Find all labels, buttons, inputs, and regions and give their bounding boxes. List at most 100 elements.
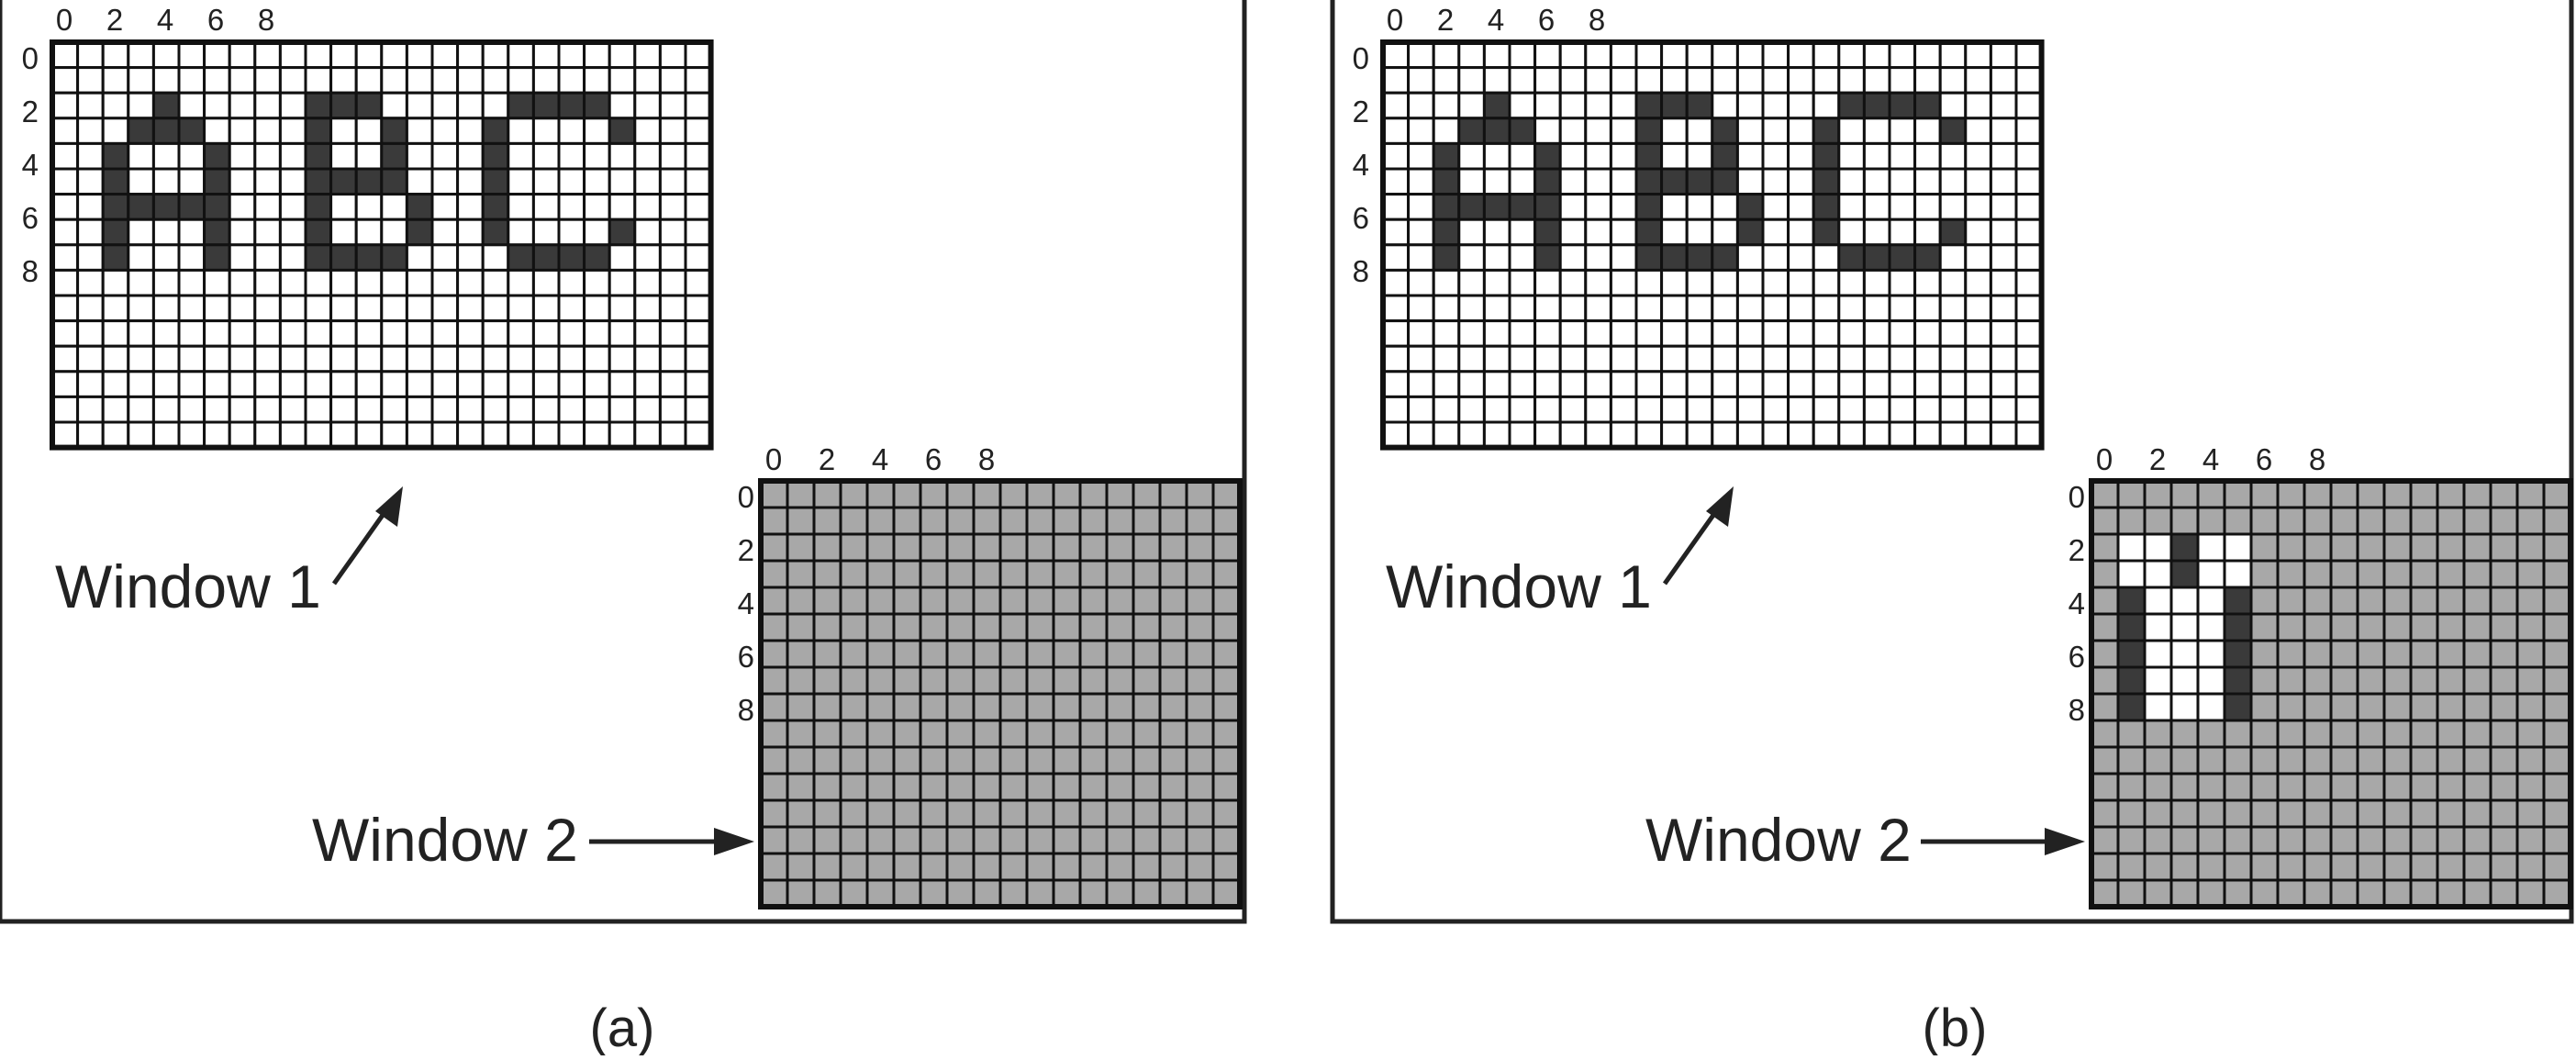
pixel xyxy=(1211,639,1242,669)
pixel xyxy=(1508,395,1537,424)
pixel xyxy=(1185,639,1215,669)
col-tick: 2 xyxy=(819,442,835,476)
pixel xyxy=(2489,665,2519,696)
pixel xyxy=(2223,798,2253,829)
pixel xyxy=(1660,395,1689,424)
pixel xyxy=(2489,798,2519,829)
pixel xyxy=(1888,344,1917,374)
pixel xyxy=(177,243,206,272)
pixel xyxy=(354,344,384,374)
pixel xyxy=(531,218,561,247)
pixel xyxy=(1735,117,1765,145)
pixel xyxy=(1761,141,1790,171)
pixel xyxy=(1660,294,1689,323)
pixel xyxy=(304,395,333,424)
pixel xyxy=(1558,243,1588,272)
pixel xyxy=(658,141,687,171)
pixel xyxy=(2014,344,2044,374)
pixel xyxy=(1407,167,1435,196)
pixel-dark xyxy=(101,218,130,247)
pixel xyxy=(2436,559,2466,589)
pixel xyxy=(228,294,257,323)
col-tick: 6 xyxy=(925,442,942,476)
pixel-dark xyxy=(1432,218,1461,247)
pixel xyxy=(50,420,80,450)
pixel-dark xyxy=(2116,692,2147,722)
pixel xyxy=(945,479,976,509)
pixel xyxy=(2223,479,2253,509)
pixel xyxy=(1913,117,1942,145)
pixel xyxy=(2249,798,2280,829)
pixel xyxy=(583,344,611,374)
pixel-dark xyxy=(481,218,510,247)
pixel xyxy=(1457,294,1486,323)
pixel xyxy=(557,294,586,323)
pixel-dark xyxy=(557,243,586,272)
pixel xyxy=(253,294,282,323)
pixel xyxy=(1158,692,1188,722)
pixel xyxy=(2489,772,2519,802)
pixel xyxy=(1735,141,1765,171)
pixel xyxy=(945,745,976,775)
pixel xyxy=(2303,798,2333,829)
pixel xyxy=(2249,692,2280,722)
pixel xyxy=(531,268,561,297)
pixel xyxy=(1938,167,1968,196)
pixel xyxy=(1964,141,1992,171)
pixel xyxy=(2276,719,2306,749)
pixel xyxy=(2382,586,2413,616)
pixel xyxy=(684,420,713,450)
pixel xyxy=(1913,420,1942,450)
pixel xyxy=(1787,395,1815,424)
pixel-dark xyxy=(1837,243,1866,272)
pixel xyxy=(354,141,384,171)
pixel xyxy=(1989,66,2018,95)
pixel xyxy=(278,66,307,95)
pixel xyxy=(253,395,282,424)
pixel xyxy=(380,420,408,450)
row-tick: 8 xyxy=(22,254,39,288)
pixel xyxy=(1158,745,1188,775)
pixel xyxy=(151,294,181,323)
pixel xyxy=(1052,665,1082,696)
pixel xyxy=(1735,268,1765,297)
pixel xyxy=(812,825,842,855)
pixel xyxy=(203,344,231,374)
pixel-white xyxy=(2223,559,2253,589)
pixel xyxy=(1913,141,1942,171)
pixel xyxy=(1964,91,1992,120)
pixel xyxy=(228,117,257,145)
pixel xyxy=(1078,745,1109,775)
pixel xyxy=(253,243,282,272)
pixel xyxy=(1862,66,1891,95)
pixel-dark xyxy=(608,117,637,145)
pixel xyxy=(253,91,282,120)
pixel xyxy=(892,692,922,722)
pixel-dark xyxy=(1812,218,1841,247)
pixel xyxy=(1558,344,1588,374)
pixel xyxy=(405,91,434,120)
pixel xyxy=(892,479,922,509)
pixel xyxy=(998,772,1029,802)
pixel xyxy=(1711,420,1739,450)
pixel xyxy=(2169,852,2200,882)
pixel xyxy=(1584,218,1612,247)
pixel xyxy=(2409,559,2439,589)
pixel-dark xyxy=(1711,243,1739,272)
pixel xyxy=(507,218,535,247)
row-tick: 2 xyxy=(1353,95,1369,128)
pixel xyxy=(1508,218,1537,247)
pixel xyxy=(354,395,384,424)
pixel xyxy=(2542,798,2572,829)
pixel xyxy=(1432,420,1461,450)
pixel xyxy=(1837,268,1866,297)
pixel xyxy=(1913,268,1942,297)
pixel-white xyxy=(2143,612,2173,642)
pixel xyxy=(1685,40,1714,70)
pixel xyxy=(2409,878,2439,909)
pixel xyxy=(481,294,510,323)
pixel xyxy=(972,479,1002,509)
pixel xyxy=(1609,141,1638,171)
pixel xyxy=(1078,852,1109,882)
pixel xyxy=(919,665,949,696)
